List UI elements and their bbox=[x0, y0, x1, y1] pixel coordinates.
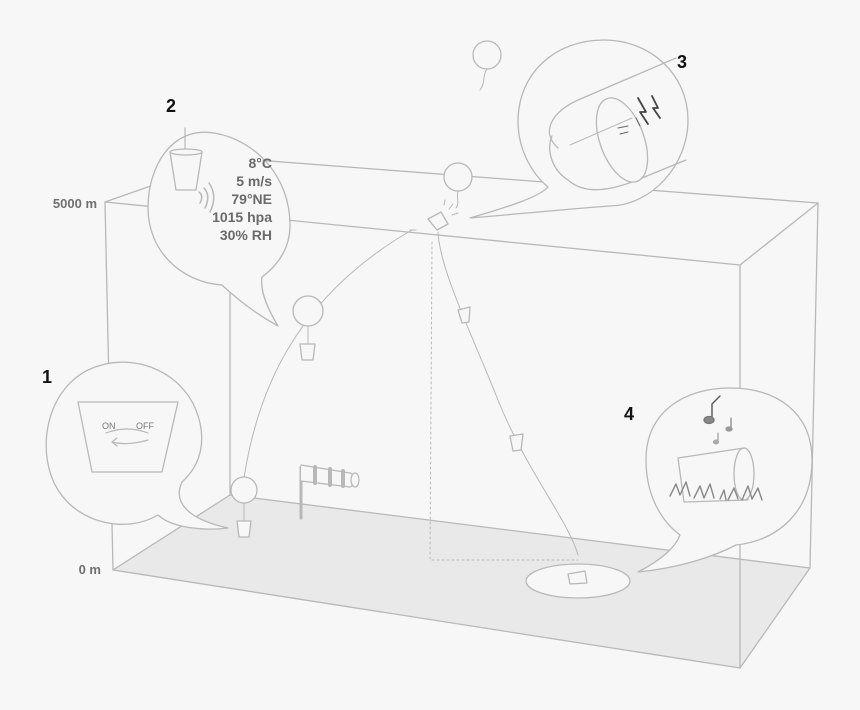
switch-arrow-icon bbox=[105, 428, 149, 434]
sensor-readings: 8°C 5 m/s 79°NE 1015 hpa 30% RH bbox=[212, 155, 272, 243]
landed-cup-icon bbox=[567, 570, 588, 585]
grass-icon bbox=[669, 481, 763, 501]
balloon-icon bbox=[230, 476, 258, 504]
step-number-3: 3 bbox=[677, 52, 687, 72]
cup-icon bbox=[509, 433, 524, 452]
reading-humidity: 30% RH bbox=[220, 227, 272, 243]
switch-off-label: OFF bbox=[136, 421, 154, 431]
box-right-top-edge bbox=[739, 202, 819, 266]
cup-icon bbox=[299, 343, 316, 361]
ascending-balloon bbox=[292, 295, 324, 361]
drop-projection bbox=[429, 241, 579, 561]
ascent-path bbox=[243, 229, 413, 479]
escaped-balloon bbox=[472, 40, 502, 91]
cup-icon bbox=[457, 306, 471, 324]
step-number-2: 2 bbox=[166, 96, 176, 116]
altitude-label-top: 5000 m bbox=[53, 196, 97, 211]
burst-cup-icon bbox=[595, 97, 649, 183]
callout-readings bbox=[147, 127, 291, 327]
windsock-icon bbox=[299, 464, 360, 520]
reading-pressure: 1015 hpa bbox=[212, 209, 272, 225]
balloon-icon bbox=[292, 295, 324, 327]
reading-temperature: 8°C bbox=[249, 155, 273, 171]
falling-cup-2 bbox=[509, 433, 524, 452]
balloon-icon bbox=[443, 162, 473, 192]
switch-on-label: ON bbox=[102, 421, 116, 431]
sensor-cup-icon bbox=[169, 151, 203, 191]
cup-icon bbox=[427, 211, 449, 231]
callout-burst bbox=[469, 39, 689, 219]
cup-icon bbox=[236, 520, 252, 538]
burst-balloon bbox=[427, 162, 473, 231]
balloon-icon bbox=[472, 40, 502, 70]
reading-wind-direction: 79°NE bbox=[231, 191, 272, 207]
altitude-label-bottom: 0 m bbox=[79, 562, 101, 577]
box-back-top-edge bbox=[229, 157, 819, 204]
signal-waves-icon bbox=[198, 182, 215, 213]
step-number-4: 4 bbox=[624, 404, 634, 424]
spark-icon bbox=[637, 97, 649, 125]
callout-switch bbox=[45, 361, 229, 530]
launch-balloon bbox=[230, 476, 258, 538]
note-icon bbox=[711, 395, 721, 419]
step-number-1: 1 bbox=[42, 367, 52, 387]
flight-path bbox=[243, 229, 579, 561]
reading-wind-speed: 5 m/s bbox=[236, 173, 272, 189]
fallen-cup-icon bbox=[677, 447, 749, 503]
switch-cup-icon bbox=[77, 401, 179, 473]
callout-landed bbox=[637, 387, 813, 573]
falling-cup-1 bbox=[457, 306, 471, 324]
descent-path bbox=[437, 231, 579, 556]
landing-zone bbox=[525, 563, 631, 599]
box-back-right-edge bbox=[809, 202, 819, 569]
